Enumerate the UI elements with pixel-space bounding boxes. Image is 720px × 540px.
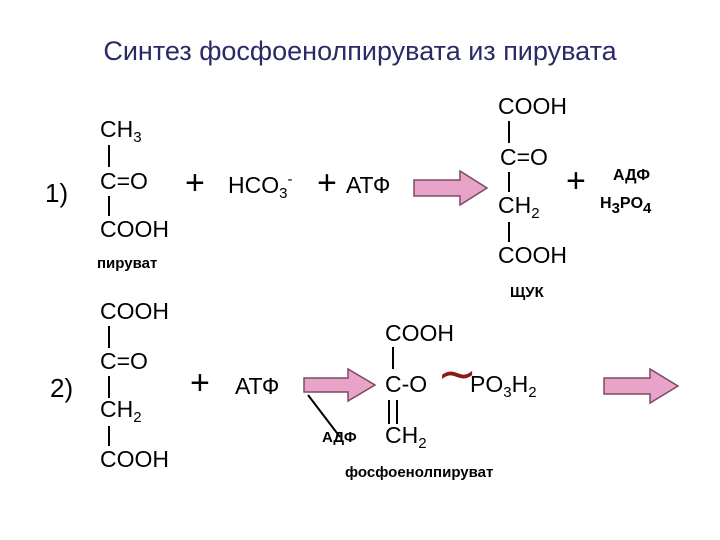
bond-line [108,376,110,398]
pyruvate-carbonyl: C=O [100,168,148,194]
plus-sign: + [190,364,210,402]
slide-title: Синтез фосфоенолпирувата из пирувата [103,36,617,66]
substrate-ch2: CH2 [100,396,142,426]
double-bond-line [396,400,398,424]
pep-phosphate: PO3H2 [470,371,537,401]
plus-sign: + [185,164,205,202]
pyruvate-ch3: CH3 [100,116,142,146]
bond-line [108,196,110,216]
bicarbonate: HCO3- [228,171,293,202]
pep-ch2: CH2 [385,422,427,452]
bond-line [108,145,110,167]
reaction-1-arrow [413,169,489,207]
pep-cooh: COOH [385,320,454,346]
phosphoric-acid: H3PO4 [600,195,652,217]
substrate-cooh-top: COOH [100,298,169,324]
adp-byproduct: АДФ [613,167,650,184]
adp-released: АДФ [322,429,357,446]
pep-label: фосфоенолпируват [345,464,494,481]
bond-line [108,326,110,348]
oxaloacetate-label: ЩУК [510,284,544,301]
oxaloacetate-ch2: CH2 [498,192,540,222]
plus-sign: + [566,162,586,200]
substrate-carbonyl: C=O [100,348,148,374]
oxaloacetate-carbonyl: C=O [500,144,548,170]
reaction-2-arrow [303,367,377,438]
reaction-2-next-arrow [603,367,680,405]
oxaloacetate-cooh-top: COOH [498,93,567,119]
oxaloacetate-cooh-bottom: COOH [498,242,567,268]
atp: АТФ [346,172,391,198]
reaction-1-number: 1) [45,178,69,208]
bond-line [508,222,510,242]
double-bond-line [388,400,390,424]
pyruvate-label: пируват [97,255,158,272]
bond-line [508,121,510,143]
pyruvate-cooh: COOH [100,216,169,242]
plus-sign: + [317,164,337,202]
atp: АТФ [235,373,280,399]
bond-line [508,172,510,192]
substrate-cooh-bottom: COOH [100,446,169,472]
bond-line [108,426,110,446]
high-energy-bond-tilde: ~ [437,346,478,402]
pep-c-o: C-O [385,371,428,397]
reaction-2-number: 2) [50,373,74,403]
bond-line [392,347,394,369]
